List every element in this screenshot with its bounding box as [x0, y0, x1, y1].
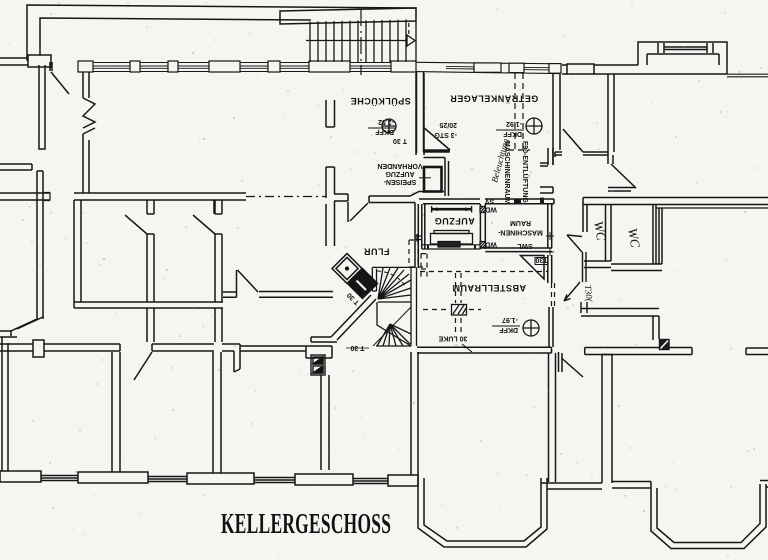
svg-text:-1.92: -1.92 — [506, 120, 522, 127]
svg-text:MASCHINENRAUM: MASCHINENRAUM — [503, 141, 510, 205]
svg-text:WC: WC — [625, 227, 643, 249]
svg-text:SV: SV — [485, 197, 495, 204]
svg-text:SPÜLKÜCHE: SPÜLKÜCHE — [350, 96, 411, 106]
svg-text:SPEISEN-: SPEISEN- — [383, 178, 416, 185]
svg-text:FLUR: FLUR — [364, 247, 390, 257]
svg-text:KELLERGESCHOSS: KELLERGESCHOSS — [221, 509, 391, 540]
svg-text:F90-ENTLÜFTUNG: F90-ENTLÜFTUNG — [521, 141, 530, 203]
svg-text:WD: WD — [485, 240, 497, 247]
svg-text:RAUM: RAUM — [510, 219, 531, 226]
svg-text:WC: WC — [591, 220, 609, 242]
svg-text:T30: T30 — [535, 256, 547, 263]
svg-text:SWL: SWL — [517, 242, 533, 249]
svg-text:DKFF: DKFF — [499, 326, 518, 333]
svg-text:DKFF: DKFF — [503, 130, 522, 137]
svg-text:-1.97: -1.97 — [502, 316, 518, 323]
svg-text:AUFZUG: AUFZUG — [434, 216, 475, 226]
svg-text:30 LUKE: 30 LUKE — [438, 335, 467, 342]
svg-text:WD: WD — [485, 206, 497, 213]
svg-text:AUFZUG: AUFZUG — [385, 170, 415, 177]
svg-text:MASCHINEN-: MASCHINEN- — [497, 229, 542, 236]
svg-text:20/25: 20/25 — [439, 121, 457, 128]
svg-text:T 30: T 30 — [393, 137, 407, 144]
svg-text:T 30: T 30 — [350, 344, 364, 351]
svg-text:-3 STG: -3 STG — [434, 131, 457, 138]
svg-text:VORHANDEN: VORHANDEN — [377, 162, 422, 169]
svg-text:-2.52: -2.52 — [378, 118, 394, 125]
svg-text:T30(: T30( — [583, 284, 595, 303]
svg-text:ABSTELLRAUM: ABSTELLRAUM — [452, 283, 526, 293]
svg-text:GETRÄNKELAGER: GETRÄNKELAGER — [450, 94, 539, 104]
